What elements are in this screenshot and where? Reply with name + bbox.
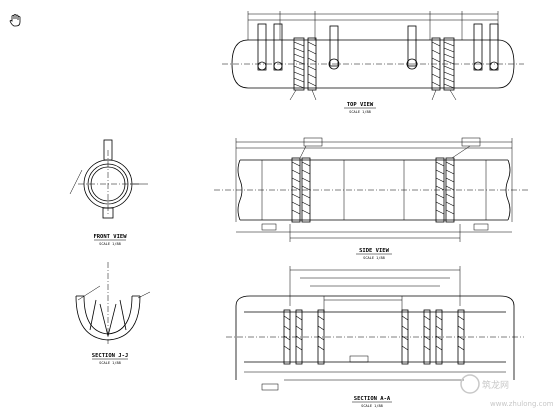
top-view-drawing	[222, 11, 524, 101]
watermark-logo-text: 筑龙网	[482, 379, 509, 391]
section-jj-drawing	[75, 262, 151, 344]
front-view-drawing	[69, 139, 148, 219]
watermark-url: www.zhulong.com	[490, 400, 554, 408]
side-view-title: SIDE VIEW	[359, 248, 389, 254]
front-view-scale: SCALE 1/88	[99, 242, 121, 246]
front-view-title: FRONT VIEW	[93, 234, 127, 240]
section-aa-title: SECTION A-A	[354, 396, 391, 402]
section-jj-title: SECTION J-J	[92, 353, 128, 359]
section-aa-scale: SCALE 1/88	[361, 404, 383, 408]
hand-cursor-icon	[9, 14, 21, 27]
section-jj-scale: SCALE 1/88	[99, 361, 121, 365]
side-view-scale: SCALE 1/88	[363, 256, 385, 260]
zhulong-watermark: 筑龙网 www.zhulong.com	[460, 374, 554, 408]
top-view-scale: SCALE 1/88	[349, 110, 371, 114]
top-view-title: TOP VIEW	[347, 102, 374, 108]
section-aa-drawing	[226, 266, 524, 391]
side-view-drawing	[214, 137, 530, 242]
